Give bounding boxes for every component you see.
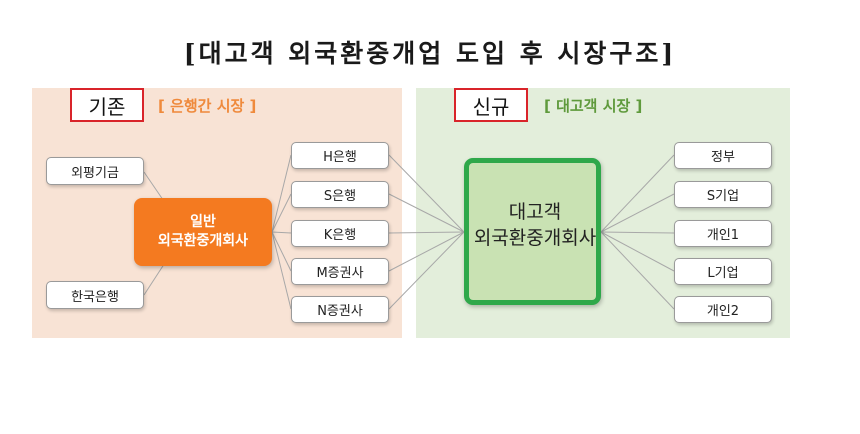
node-bank-of-korea: 한국은행 (46, 281, 144, 309)
link-m-sec (271, 231, 292, 272)
link-h-bank (271, 154, 292, 233)
customer-broker-label: 대고객 외국환중개회사 (440, 199, 630, 251)
node-m-securities: M증권사 (291, 258, 389, 285)
general-broker-line1: 일반 (190, 214, 216, 230)
link-l-corp (600, 231, 675, 272)
node-n-securities: N증권사 (291, 296, 389, 323)
existing-subtitle: [ 은행간 시장 ] (158, 97, 257, 115)
link-k-bank (271, 231, 292, 234)
customer-broker-line2: 외국환중개회사 (473, 227, 597, 249)
node-s-bank: S은행 (291, 181, 389, 208)
link-n-new (388, 231, 465, 310)
existing-tag: 기존 (70, 88, 144, 122)
node-person2: 개인2 (674, 296, 772, 323)
link-m-new (388, 231, 465, 272)
customer-broker-line1: 대고객 (508, 201, 562, 223)
general-broker-node: 일반 외국환중개회사 (134, 198, 272, 266)
node-s-corp: S기업 (674, 181, 772, 208)
link-s-corp (600, 193, 675, 233)
node-h-bank: H은행 (291, 142, 389, 169)
link-person1 (600, 231, 675, 234)
node-person1: 개인1 (674, 220, 772, 247)
link-k-new (388, 231, 465, 234)
general-broker-line2: 외국환중개회사 (157, 233, 249, 249)
link-h-new (388, 154, 465, 233)
new-subtitle: [ 대고객 시장 ] (544, 97, 643, 115)
customer-broker-node (464, 158, 601, 305)
diagram-title: [대고객 외국환중개업 도입 후 시장구조] (183, 39, 677, 68)
node-l-corp: L기업 (674, 258, 772, 285)
new-tag: 신규 (454, 88, 528, 122)
link-gov (600, 154, 675, 233)
node-government: 정부 (674, 142, 772, 169)
link-n-sec (271, 231, 292, 310)
node-fx-fund: 외평기금 (46, 157, 144, 185)
link-s-bank (271, 193, 292, 233)
link-person2 (600, 231, 675, 310)
link-s-new (388, 193, 465, 233)
node-k-bank: K은행 (291, 220, 389, 247)
